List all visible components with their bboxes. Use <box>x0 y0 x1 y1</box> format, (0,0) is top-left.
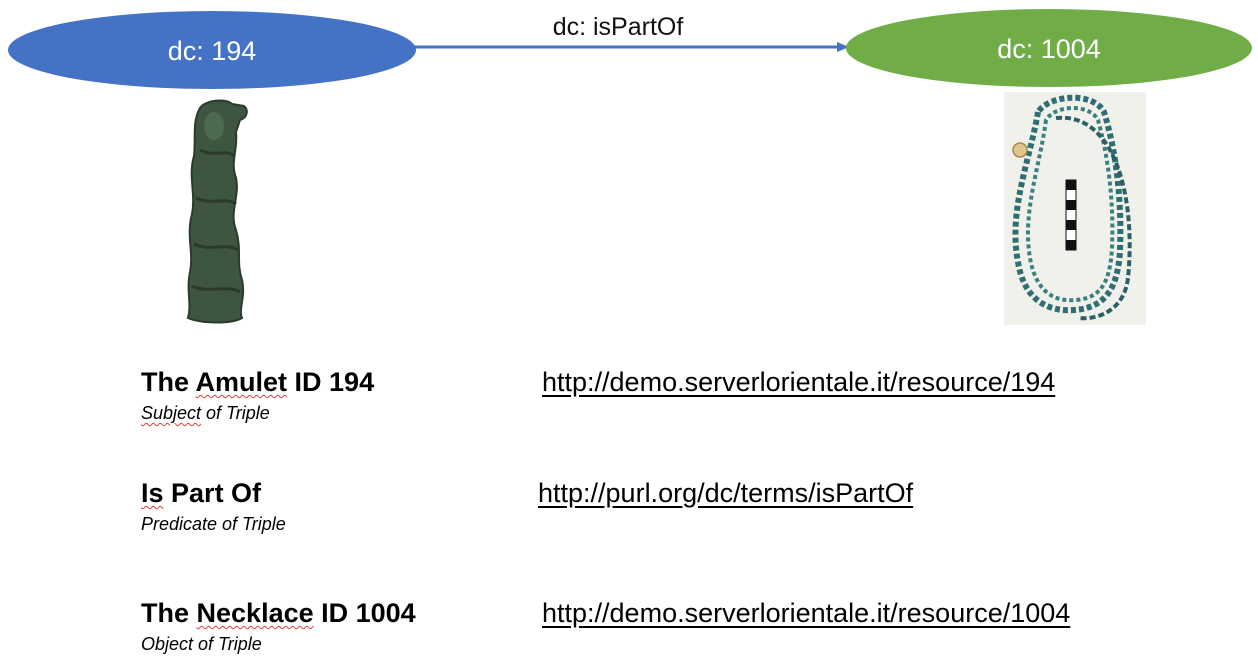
spellcheck-underline: Necklace <box>196 598 314 628</box>
subject-uri-link[interactable]: http://demo.serverlorientale.it/resource… <box>542 367 1056 397</box>
spellcheck-underline: Subject <box>141 403 202 423</box>
edge-label: dc: isPartOf <box>553 13 684 41</box>
object-row: The Necklace ID 1004 Object of Triple <box>141 597 416 655</box>
subject-node <box>8 11 416 89</box>
spellcheck-underline: Amulet <box>195 367 288 397</box>
subject-caption: Subject of Triple <box>141 403 270 423</box>
subject-title: The Amulet ID 194 <box>141 367 375 397</box>
object-node <box>846 9 1252 87</box>
subject-node-label: dc: 194 <box>168 36 257 66</box>
object-uri-link[interactable]: http://demo.serverlorientale.it/resource… <box>542 598 1071 628</box>
predicate-caption: Predicate of Triple <box>141 514 286 534</box>
predicate-row: Is Part Of Predicate of Triple <box>141 477 286 535</box>
predicate-uri-link[interactable]: http://purl.org/dc/terms/isPartOf <box>538 478 914 508</box>
necklace-image <box>1004 92 1146 325</box>
object-title: The Necklace ID 1004 <box>141 598 416 628</box>
spellcheck-underline: Is <box>141 478 164 508</box>
object-node-label: dc: 1004 <box>997 34 1101 64</box>
subject-row: The Amulet ID 194 Subject of Triple <box>141 366 374 424</box>
object-caption: Object of Triple <box>141 634 262 654</box>
predicate-title: Is Part Of <box>141 478 262 508</box>
amulet-image <box>186 99 248 324</box>
